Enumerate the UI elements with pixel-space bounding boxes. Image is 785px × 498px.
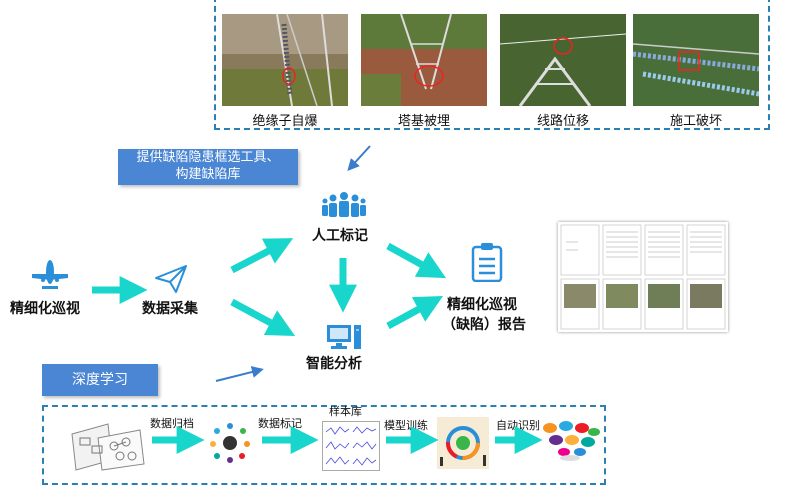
photo-caption: 施工破坏: [669, 114, 722, 129]
node-report-line2: （缺陷）报告: [442, 317, 526, 333]
photo-line-displacement: [500, 14, 626, 106]
arrow-collection-to-analysis: [230, 298, 296, 336]
clipboard-icon: [470, 242, 504, 286]
computer-icon: [325, 322, 363, 356]
photo-tower-base-buried: [361, 14, 487, 106]
report-pages-preview: [560, 224, 726, 330]
node-report-line1: 精细化巡视: [447, 297, 517, 313]
tool-box-line2: 构建缺陷库: [175, 167, 241, 182]
photo-caption: 塔基被埋: [397, 114, 450, 129]
photo-caption: 线路位移: [536, 114, 589, 129]
auto-recognition-clouds-icon: [540, 418, 602, 466]
data-archive-wheel-icon: [205, 418, 255, 472]
training-pipeline-panel: [42, 405, 606, 485]
node-smart-analysis: 智能分析: [306, 356, 362, 372]
airplane-icon: [30, 258, 70, 298]
sample-library-charts-icon: [322, 421, 380, 471]
node-fine-inspection: 精细化巡视: [10, 301, 80, 317]
arrow-labeling-to-report: [386, 242, 447, 279]
node-data-collection: 数据采集: [142, 301, 198, 317]
tool-box-line1: 提供缺陷隐患框选工具、: [136, 150, 280, 165]
defect-photo-panel: [214, 0, 770, 130]
pipeline-label-sample: 样本库: [329, 405, 362, 418]
photo-construction-damage: [633, 14, 759, 106]
paper-plane-icon: [154, 264, 188, 298]
photo-insulator-burst: [222, 14, 348, 106]
arrow-deeplearning-to-analysis: [215, 366, 264, 382]
arrow-collection-to-labeling: [230, 238, 294, 274]
deep-learning-label: 深度学习: [72, 372, 128, 388]
people-group-icon: [322, 190, 366, 226]
arrow-photos-to-labeling: [347, 145, 371, 171]
node-manual-labeling: 人工标记: [312, 228, 368, 244]
defect-tool-box: 提供缺陷隐患框选工具、 构建缺陷库: [118, 149, 298, 185]
model-training-infographic-icon: [437, 417, 489, 469]
photo-caption: 绝缘子自爆: [252, 114, 318, 129]
arrow-analysis-to-report: [386, 295, 444, 330]
report-thumbnail: [558, 222, 728, 332]
deep-learning-box: 深度学习: [42, 364, 158, 396]
document-sketch-icon: [68, 420, 148, 476]
